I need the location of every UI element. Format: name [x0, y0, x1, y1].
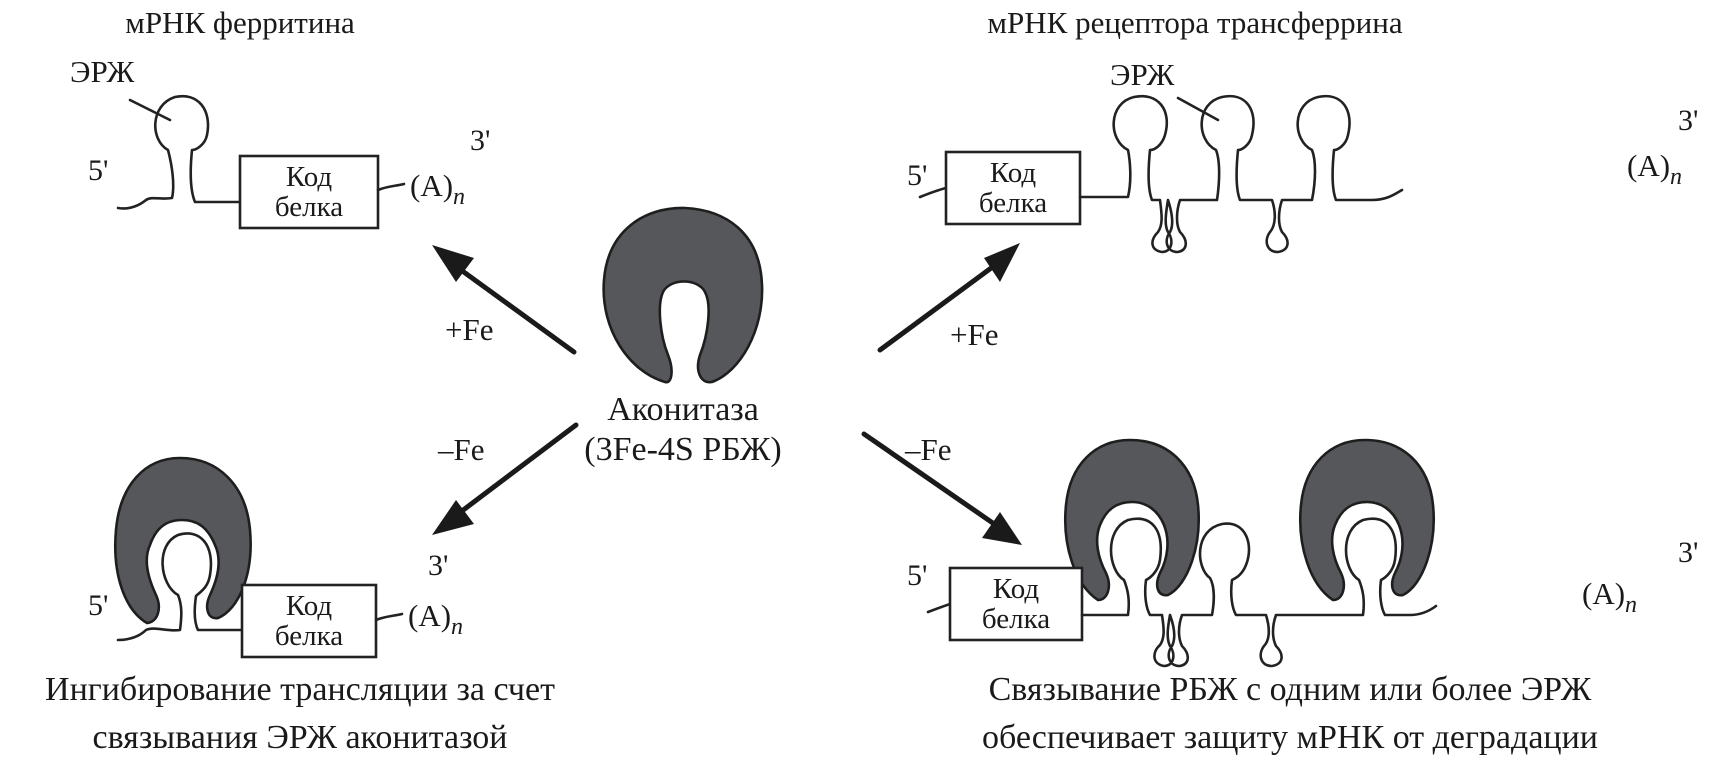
aconitase-bound-icon [1299, 438, 1435, 602]
protein-code-box [238, 154, 380, 230]
protein-code-line2: белка [979, 187, 1047, 219]
protein-code-line2: белка [275, 191, 343, 223]
three-prime-label: 3' [1678, 536, 1698, 569]
plus-fe-label: +Fe [950, 317, 998, 352]
arrowhead-icon [432, 245, 474, 282]
arrowhead-icon [432, 500, 474, 535]
protein-code-line1: Код [286, 161, 333, 193]
protein-code-line2: белка [275, 620, 343, 652]
arrow-up-right: +Fe [877, 243, 1020, 353]
bound-ire-stem-loop [116, 532, 244, 642]
aconitase-bound-icon [114, 456, 252, 625]
ire-pointer [128, 98, 172, 122]
protein-code-line1: Код [993, 573, 1040, 605]
polya-label: (A)n [1582, 576, 1637, 618]
protein-code-box [948, 566, 1084, 642]
five-prime-label: 5' [907, 559, 927, 592]
transferrin-receptor-mrna-panel: мРНК рецептора трансферрина ЭРЖ 5' Код б… [907, 5, 1698, 254]
polya-label: (A)n [410, 168, 465, 210]
minus-fe-label: –Fe [904, 432, 952, 467]
ferritin-ire-stem-loop [116, 94, 242, 210]
minus-fe-label: –Fe [437, 432, 485, 467]
polya-label: (A)n [408, 598, 463, 640]
arrow-down-right: –Fe [861, 431, 1022, 545]
protein-code-box [944, 150, 1082, 226]
aconitase-protein-icon [602, 206, 764, 384]
three-prime-tail [376, 182, 406, 192]
five-prime-tail [918, 186, 948, 199]
aconitase-center: Аконитаза (3Fe-4S РБЖ) [584, 206, 782, 468]
arrowhead-icon [984, 243, 1020, 282]
aconitase-detail: (3Fe-4S РБЖ) [584, 431, 781, 468]
ire-label: ЭРЖ [1110, 57, 1175, 92]
three-prime-label: 3' [1678, 104, 1698, 137]
aconitase-bound-icon [1064, 438, 1200, 602]
five-prime-label: 5' [907, 159, 927, 192]
aconitase-name: Аконитаза [607, 391, 759, 428]
arrow-up-left: +Fe [432, 245, 577, 355]
transferrin-ire-stem-loops [1078, 94, 1404, 254]
ire-pointer [1176, 96, 1220, 122]
transferrin-receptor-mrna-title: мРНК рецептора трансферрина [987, 5, 1402, 40]
protein-code-line2: белка [982, 603, 1050, 635]
three-prime-label: 3' [428, 549, 448, 582]
protection-caption-line1: Связывание РБЖ с одним или более ЭРЖ [989, 671, 1592, 708]
three-prime-label: 3' [470, 124, 490, 157]
ferritin-mrna-panel: мРНК ферритина ЭРЖ 5' Код белка 3' (A)n [70, 5, 490, 230]
arrowhead-icon [982, 512, 1022, 545]
three-prime-tail [374, 612, 404, 622]
five-prime-label: 5' [88, 589, 108, 622]
protein-code-line1: Код [286, 590, 333, 622]
ire-label: ЭРЖ [70, 54, 135, 89]
translation-inhibition-panel: 5' Код белка 3' (A)n Ингибирование транс… [45, 456, 555, 756]
inhibition-caption-line1: Ингибирование трансляции за счет [45, 671, 555, 708]
protein-code-line1: Код [990, 157, 1037, 189]
inhibition-caption-line2: связывания ЭРЖ аконитазой [92, 719, 507, 756]
protected-ire-stem-loops [1080, 517, 1438, 668]
arrow-down-left: –Fe [432, 422, 579, 535]
five-prime-tail [926, 602, 952, 614]
polya-label: (A)n [1627, 148, 1682, 190]
protection-caption-line2: обеспечивает защиту мРНК от деградации [982, 719, 1598, 756]
mrna-protection-panel: 5' Код белка 3' (A)n Связывание РБЖ с од… [907, 438, 1698, 756]
ferritin-mrna-title: мРНК ферритина [125, 5, 355, 40]
plus-fe-label: +Fe [445, 312, 493, 347]
five-prime-label: 5' [88, 154, 108, 187]
